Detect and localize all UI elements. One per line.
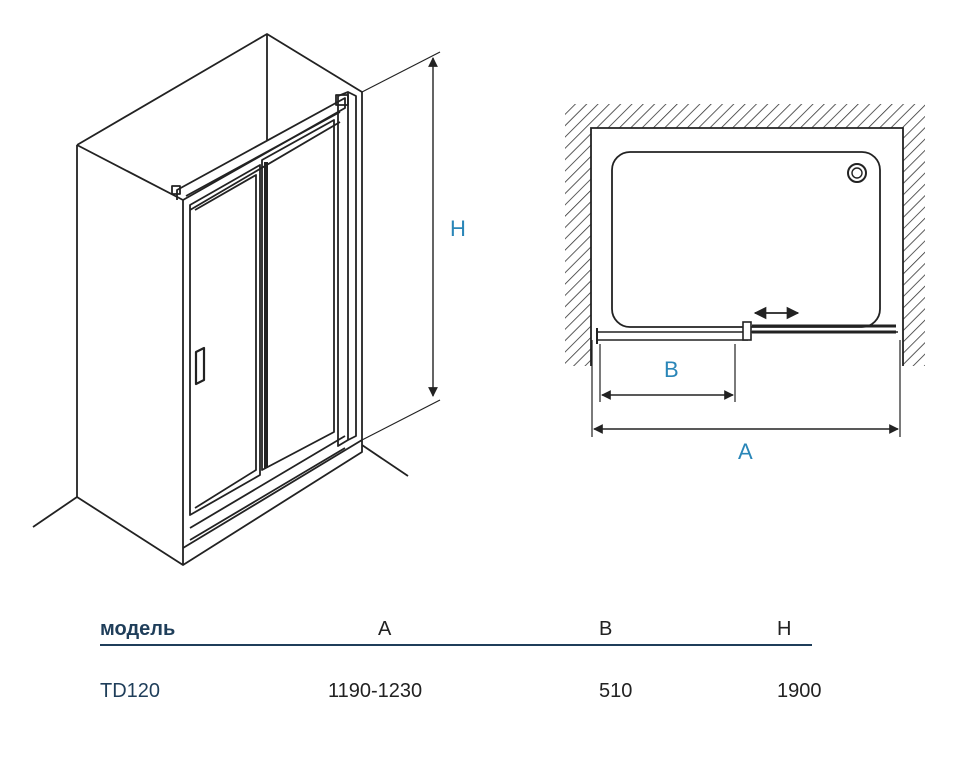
plan-view	[565, 104, 925, 437]
row-b: 510	[599, 680, 633, 702]
isometric-view	[32, 33, 441, 566]
row-h: 1900	[777, 680, 822, 702]
fixed-glass	[261, 119, 335, 471]
dimension-a-label: A	[738, 439, 753, 464]
table-row: TD120 1190-1230 510 1900	[100, 676, 822, 706]
top-rail	[176, 97, 346, 201]
header-b: B	[599, 618, 613, 640]
door-handle	[194, 346, 206, 386]
dimension-h-label: H	[450, 216, 466, 241]
floor-right	[361, 444, 409, 477]
shower-door-diagram: H B A	[32, 33, 925, 566]
header-a: A	[378, 618, 392, 640]
floor-left	[32, 496, 78, 528]
bottom-rail	[182, 439, 363, 566]
header-model: модель	[100, 618, 176, 640]
header-h: H	[777, 618, 792, 640]
wall-profile	[337, 91, 349, 447]
row-a: 1190-1230	[328, 680, 423, 702]
sliding-door	[189, 164, 261, 516]
dimension-b-label: B	[664, 357, 679, 382]
drain	[847, 163, 867, 183]
side-panel	[76, 144, 184, 566]
spec-table: модель A B H TD120 1190-1230 510 1900	[100, 614, 822, 706]
row-model: TD120	[100, 680, 161, 702]
shower-tray	[611, 151, 881, 328]
spec-table-header: модель A B H	[100, 614, 812, 646]
back-wall	[76, 33, 363, 497]
